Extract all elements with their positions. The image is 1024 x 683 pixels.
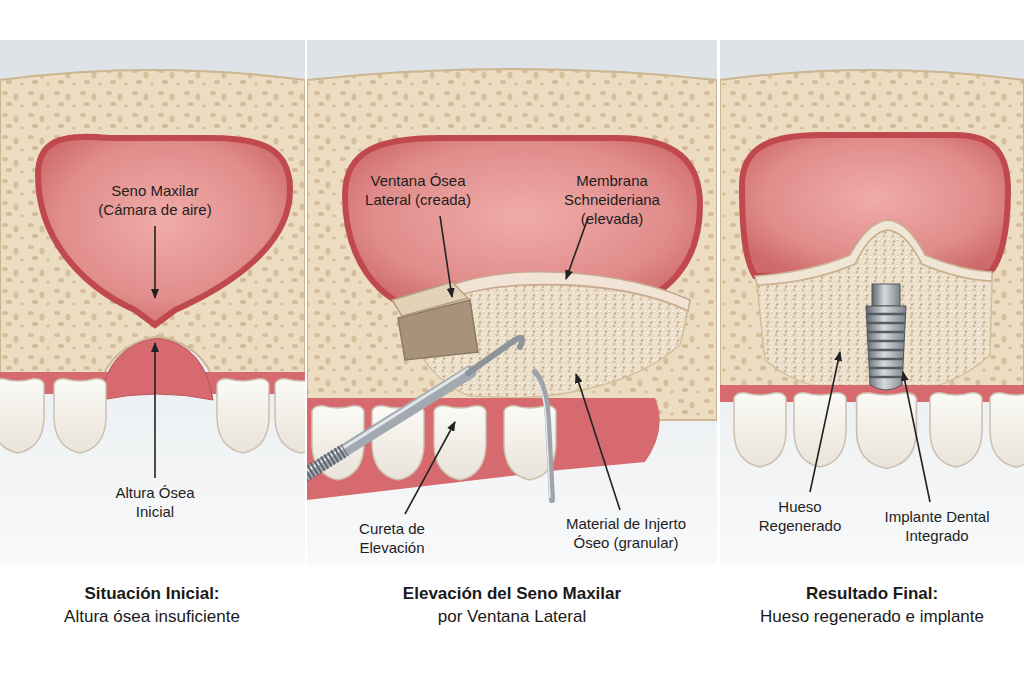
panel-separator — [717, 40, 720, 565]
maxillary-bone — [720, 70, 1024, 400]
maxillary-bone — [0, 70, 305, 385]
panel-caption-title: Elevación del Seno Maxilar — [312, 583, 712, 604]
tooth — [275, 379, 305, 453]
curette-tip — [468, 338, 522, 373]
tooth — [794, 393, 846, 467]
regenerated-bone — [757, 230, 992, 395]
leader-line — [566, 218, 588, 279]
leader-line — [154, 343, 156, 478]
tooth — [930, 393, 982, 467]
instrument-highlight — [534, 376, 550, 498]
leader-line — [154, 226, 156, 298]
implant-thread — [867, 322, 905, 325]
implant-crown — [857, 393, 917, 469]
tooth — [0, 379, 44, 453]
panel-sinus-lift — [307, 40, 717, 565]
elevation-curette — [307, 338, 522, 478]
callout-label: Cureta de Elevación — [340, 520, 444, 558]
callout-label: Altura Ósea Inicial — [95, 484, 215, 522]
panel-caption: Hueso regenerado e implante — [724, 606, 1020, 627]
leader-line — [440, 216, 452, 297]
tooth — [990, 393, 1024, 467]
callout-label: Ventana Ósea Lateral (creada) — [352, 172, 484, 210]
maxillary-sinus — [38, 137, 290, 325]
implant-abutment — [872, 284, 900, 306]
panel-separator — [305, 40, 307, 565]
bone-flap — [392, 282, 468, 316]
tooth — [54, 379, 106, 453]
tooth — [734, 393, 786, 467]
implant-thread — [868, 340, 904, 343]
panel-caption: por Ventana Lateral — [312, 606, 712, 627]
panel-caption-title: Situación Inicial: — [4, 583, 300, 604]
implant-thread — [867, 313, 905, 316]
panel-background — [0, 40, 305, 565]
instrument-shaft — [535, 372, 552, 500]
leader-line — [576, 374, 620, 510]
callout-label: Membrana Schneideriana (elevada) — [532, 172, 692, 228]
gum-ridge — [100, 338, 213, 400]
panel-result — [720, 40, 1024, 565]
leader-line — [405, 422, 455, 514]
implant-thread — [869, 367, 903, 370]
implant-thread — [869, 358, 903, 361]
curette-grip — [307, 450, 345, 478]
panel-caption: Altura ósea insuficiente — [4, 606, 300, 627]
callout-label: Seno Maxilar (Cámara de aire) — [90, 182, 220, 220]
callout-label: Hueso Regenerado — [748, 498, 852, 536]
panel-background — [307, 40, 717, 565]
implant-threads — [867, 314, 905, 377]
dental-implant — [866, 284, 906, 390]
panel-initial — [0, 40, 305, 565]
implant-body — [866, 306, 906, 390]
maxillary-bone — [307, 69, 717, 420]
leader-line — [810, 352, 840, 492]
panel-background — [720, 40, 1024, 565]
tooth — [217, 379, 269, 453]
implant-thread — [870, 376, 902, 379]
implant-thread — [868, 331, 904, 334]
leader-lines — [155, 216, 930, 514]
panel-caption-title: Resultado Final: — [724, 583, 1020, 604]
graft-instrument — [534, 372, 552, 500]
elevated-membrane — [755, 220, 992, 285]
callout-label: Material de Injerto Óseo (granular) — [546, 515, 706, 553]
leader-line — [903, 372, 930, 502]
implant-thread — [868, 349, 904, 352]
tooth — [434, 406, 486, 480]
callout-label: Implante Dental Integrado — [875, 508, 999, 546]
gum — [307, 398, 660, 500]
curette-handle — [307, 372, 470, 478]
